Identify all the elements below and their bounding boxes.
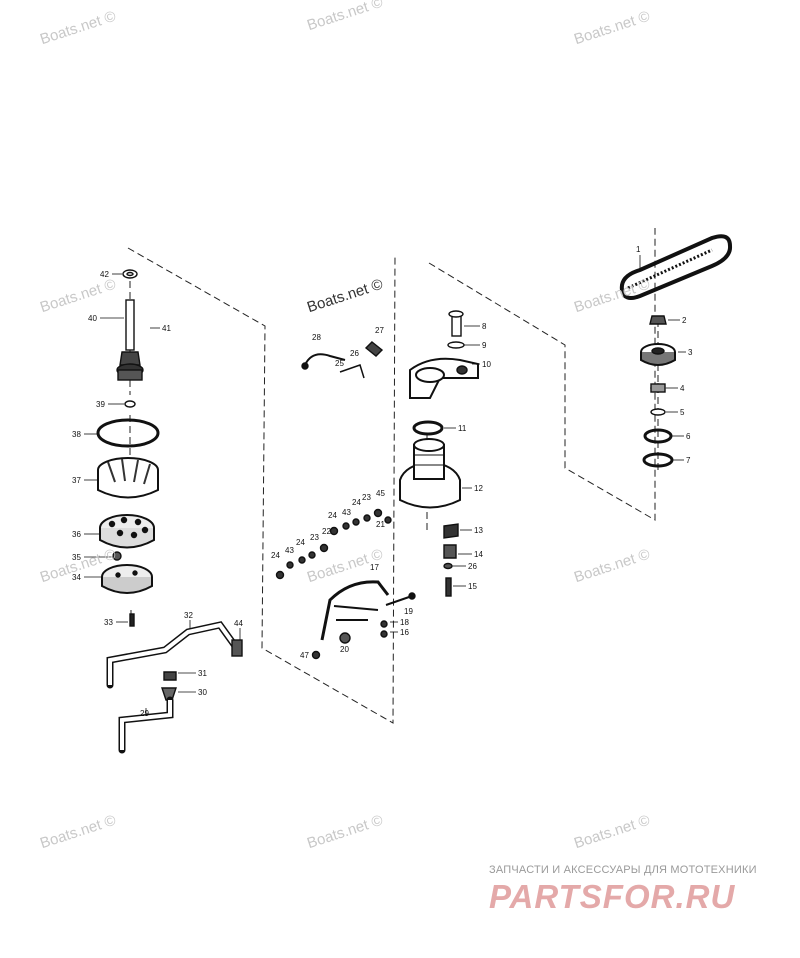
callout-33: 33 (104, 618, 113, 627)
callout-24c: 24 (296, 538, 305, 547)
callout-29: 29 (140, 709, 149, 718)
part-35 (112, 551, 122, 561)
part-18 (380, 620, 388, 628)
brand-logo: PARTSFOR.RU (489, 878, 736, 915)
washer-26b (443, 562, 453, 570)
callout-47: 47 (300, 651, 309, 660)
callout-40: 40 (88, 314, 97, 323)
callout-17: 17 (370, 563, 379, 572)
callout-4: 4 (680, 384, 685, 393)
callout-43a: 43 (342, 508, 351, 517)
nut-2 (649, 315, 667, 325)
callout-19: 19 (404, 607, 413, 616)
callout-30: 30 (198, 688, 207, 697)
callout-3: 3 (688, 348, 693, 357)
callout-21: 21 (376, 520, 385, 529)
callout-39: 39 (96, 400, 105, 409)
fitting-44 (231, 639, 243, 657)
callout-45: 45 (376, 489, 385, 498)
callout-18: 18 (400, 618, 409, 627)
callout-38: 38 (72, 430, 81, 439)
callout-35: 35 (72, 553, 81, 562)
callout-8: 8 (482, 322, 487, 331)
screw-33 (129, 613, 135, 627)
left-assembly (96, 269, 243, 754)
part-14 (443, 544, 457, 559)
o-ring-38 (96, 418, 160, 448)
lead-25-26 (339, 364, 365, 379)
callout-44: 44 (234, 619, 243, 628)
callout-1: 1 (636, 245, 641, 254)
callout-10: 10 (482, 360, 491, 369)
belt-1 (619, 234, 733, 300)
ring-11 (412, 420, 444, 436)
lead-19 (385, 595, 413, 606)
clip-31 (163, 671, 177, 681)
callout-22: 22 (322, 527, 331, 536)
bolt-47 (311, 650, 321, 660)
callout-43b: 43 (285, 546, 294, 555)
callout-27: 27 (375, 326, 384, 335)
callout-41: 41 (162, 324, 171, 333)
washer-42 (122, 269, 138, 279)
callout-24b: 24 (328, 511, 337, 520)
callout-26b: 26 (468, 562, 477, 571)
callout-37: 37 (72, 476, 81, 485)
callout-15: 15 (468, 582, 477, 591)
lead-28 (304, 353, 346, 366)
callout-labels: 42 40 41 39 38 37 36 35 34 33 32 44 31 3… (72, 245, 693, 718)
wiring-17 (320, 580, 390, 641)
callout-2: 2 (682, 316, 687, 325)
center-assembly (275, 310, 479, 660)
leader-lines (84, 255, 686, 716)
screw-15 (445, 577, 452, 597)
callout-36: 36 (72, 530, 81, 539)
callout-5: 5 (680, 408, 685, 417)
callout-24a: 24 (352, 498, 361, 507)
callout-34: 34 (72, 573, 81, 582)
hose-29 (118, 696, 174, 754)
callout-20: 20 (340, 645, 349, 654)
ring-6 (643, 428, 673, 444)
callout-32: 32 (184, 611, 193, 620)
callout-28: 28 (312, 333, 321, 342)
callout-16: 16 (400, 628, 409, 637)
washer-9 (447, 341, 465, 349)
callout-23a: 23 (362, 493, 371, 502)
ring-39 (124, 400, 136, 408)
callout-9: 9 (482, 341, 487, 350)
shaft-40 (125, 299, 135, 351)
callout-11: 11 (458, 424, 467, 433)
clip-13 (443, 523, 459, 539)
callout-31: 31 (198, 669, 207, 678)
part-16 (380, 630, 388, 638)
callout-6: 6 (686, 432, 691, 441)
callout-13: 13 (474, 526, 483, 535)
washer-5 (650, 408, 666, 416)
callout-7: 7 (686, 456, 691, 465)
callout-12: 12 (474, 484, 483, 493)
callout-24d: 24 (271, 551, 280, 560)
callout-14: 14 (474, 550, 483, 559)
clip-27 (364, 341, 384, 357)
callout-25: 25 (335, 359, 344, 368)
right-assembly (619, 234, 733, 468)
callout-23b: 23 (310, 533, 319, 542)
brand-subtitle: ЗАПЧАСТИ И АКСЕССУАРЫ ДЛЯ МОТОТЕХНИКИ (489, 864, 757, 876)
callout-42: 42 (100, 270, 109, 279)
callout-26a: 26 (350, 349, 359, 358)
part-20 (339, 632, 351, 644)
